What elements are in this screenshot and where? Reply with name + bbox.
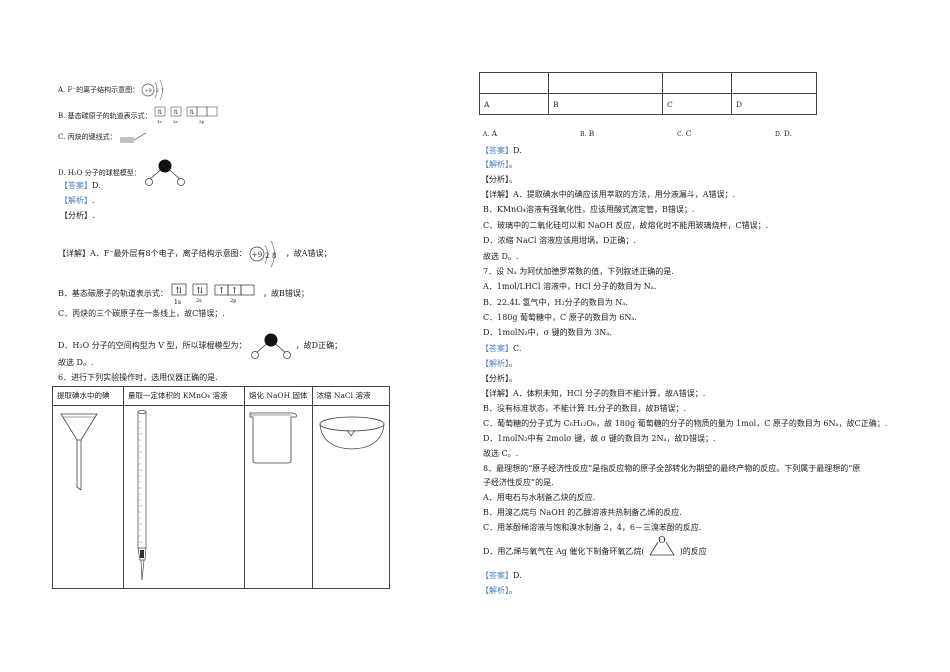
detail-line-c: C．丙炔的三个碳原子在一条线上，故C错误；. bbox=[58, 309, 225, 318]
svg-text:2s: 2s bbox=[196, 298, 202, 304]
table-header-cell: 量取一定体积的 KMnO₄ 溶液 bbox=[123, 386, 245, 406]
svg-text:2p: 2p bbox=[230, 298, 236, 304]
q7-stem: 7．设 Nₐ 为阿伏加德罗常数的值，下列叙述正确的是. bbox=[483, 267, 674, 276]
q6-choice-a: A. A bbox=[483, 129, 498, 138]
instrument-table: 提取碘水中的碘 量取一定体积的 KMnO₄ 溶液 熔化 NaOH 固体 浓缩 N… bbox=[52, 386, 390, 589]
svg-text:1s: 1s bbox=[174, 299, 181, 306]
svg-text:O: O bbox=[658, 536, 665, 546]
table-cell: D bbox=[731, 93, 817, 115]
table-cell: B bbox=[548, 93, 663, 115]
funnel-cell bbox=[52, 405, 124, 589]
table-cell bbox=[731, 72, 817, 94]
q8-stem-line1: 8．最理想的“原子经济性反应”是指反应物的原子全部转化为期望的最终产物的反应。下… bbox=[483, 464, 861, 473]
orbital-diagram-correct-icon: ⇅ ⇅ ↑ ↑ 1s 2s 2p bbox=[172, 283, 255, 306]
svg-text:⇅: ⇅ bbox=[176, 286, 183, 295]
q5-option-b: B. 基态碳原子的轨道表示式： ⇅ ⇅ ⇅ 1s 2s 2p bbox=[58, 106, 226, 126]
q8-analysis-line: 【解析】。 bbox=[481, 586, 517, 595]
q5-option-d: D. H₂O 分子的球棍模型： bbox=[58, 158, 187, 188]
q6-detail-d: D．浓缩 NaCl 溶液应该用坩埚，D正确；. bbox=[483, 236, 636, 245]
q6-fenxi-line: 【分析】。 bbox=[481, 175, 517, 184]
ion-structure-correct-icon: +9 2 8 bbox=[249, 240, 277, 268]
ion-structure-icon: +9 2 7 bbox=[141, 79, 164, 101]
svg-text:7: 7 bbox=[161, 88, 164, 94]
svg-text:⇅: ⇅ bbox=[173, 109, 178, 116]
q7-detail-d: D．1molN₂中有 2molσ 键，故 σ 键的数目为 2Nₐ，故D错误；. bbox=[483, 434, 716, 443]
evaporating-dish-icon bbox=[319, 416, 384, 450]
q7-detail-b: B．没有标准状态，不能计算 H₂分子的数目，故B错误；. bbox=[483, 404, 687, 413]
q8-option-a: A．用电石与水制备乙炔的反应. bbox=[483, 493, 596, 502]
q6-choice-b: B. B bbox=[580, 129, 595, 138]
funnel-icon bbox=[60, 413, 98, 491]
q7-detail-c: C．葡萄糖的分子式为 C₆H₁₂O₆，故 180g 葡萄糖的分子的物质的量为 1… bbox=[483, 419, 888, 428]
water-ball-stick-icon bbox=[145, 159, 185, 186]
burette-cell bbox=[123, 405, 245, 589]
table-cell: A bbox=[479, 93, 549, 115]
q6-conclusion: 故选 D。. bbox=[483, 252, 519, 261]
q5-option-a: A. F⁻的离子结构示意图： +9 2 7 bbox=[58, 79, 167, 101]
q7-option-c: C．180g 葡萄糖中，C 原子的数目为 6Nₐ. bbox=[483, 313, 637, 322]
q7-fenxi-line: 【分析】。 bbox=[481, 374, 517, 383]
water-ball-stick-correct-icon bbox=[251, 333, 291, 359]
q7-option-a: A．1mol/LHCl 溶液中，HCl 分子的数目为 Nₐ. bbox=[483, 282, 657, 291]
q7-option-d: D．1molN₂中，σ 键的数目为 3Nₐ. bbox=[483, 328, 612, 337]
q7-detail-a: 【详解】A．体积未知，HCl 分子的数目不能计算，故A错误；. bbox=[481, 389, 706, 398]
q6-detail-c: C．玻璃中的二氧化硅可以和 NaOH 反应，故熔化时不能用玻璃烧杯，C错误；. bbox=[483, 221, 769, 230]
detail-line-b: B．基态碳原子的轨道表示式： ⇅ ⇅ ↑ ↑ 1s 2s 2p ，故B错误； bbox=[58, 282, 309, 306]
svg-text:⇅: ⇅ bbox=[157, 109, 162, 116]
orbital-diagram-icon: ⇅ ⇅ ⇅ 1s 2s 2p bbox=[154, 106, 218, 124]
detail-line-a: 【详解】A．F⁻最外层有8个电子，离子结构示意图： +9 2 8 ，故A错误； bbox=[58, 240, 332, 268]
svg-text:2: 2 bbox=[156, 88, 159, 94]
fenxi-line: 【分析】. bbox=[60, 211, 95, 220]
table-header-cell: 熔化 NaOH 固体 bbox=[244, 386, 313, 406]
q6-choice-d: D. D. bbox=[775, 129, 793, 138]
beaker-cell bbox=[244, 405, 313, 589]
svg-text:⇅: ⇅ bbox=[197, 286, 204, 295]
detail-conclusion: 故选 D。. bbox=[58, 358, 94, 367]
q7-answer-line: 【答案】C. bbox=[481, 344, 522, 353]
table-cell: C bbox=[662, 93, 732, 115]
table-header-cell: 提取碘水中的碘 bbox=[52, 386, 124, 406]
q8-answer-line: 【答案】D. bbox=[481, 571, 522, 580]
q8-option-c: C．用苯酚稀溶液与饱和溴水制备 2，4，6－三溴苯酚的反应. bbox=[483, 523, 702, 532]
q6-detail-a: 【详解】A．提取碘水中的碘应该用萃取的方法，用分液漏斗，A错误；. bbox=[481, 190, 736, 199]
q6-analysis-line: 【解析】。 bbox=[481, 160, 517, 169]
table-header-cell: 浓缩 NaCl 溶液 bbox=[311, 386, 390, 406]
epoxide-ring-icon: O bbox=[649, 536, 675, 556]
svg-text:8: 8 bbox=[272, 252, 276, 260]
q6-answer-line: 【答案】D. bbox=[481, 146, 522, 155]
svg-text:+9: +9 bbox=[145, 88, 152, 94]
svg-text:↑: ↑ bbox=[219, 286, 226, 295]
svg-text:⇅: ⇅ bbox=[189, 109, 194, 116]
answer-options-table: A B C D bbox=[479, 72, 817, 115]
analysis-line: 【解析】. bbox=[60, 196, 95, 205]
q6-stem: 6．进行下列实验操作时，选用仪器正确的是. bbox=[58, 373, 218, 382]
svg-text:↑: ↑ bbox=[232, 286, 239, 295]
q8-option-b: B．用溴乙烷与 NaOH 的乙醇溶液共热制备乙烯的反应. bbox=[483, 508, 682, 517]
table-cell bbox=[662, 72, 732, 94]
q6-choice-c: C. C bbox=[677, 129, 692, 138]
q7-conclusion: 故选 C。. bbox=[483, 449, 519, 458]
svg-text:2p: 2p bbox=[199, 119, 205, 124]
detail-line-d: D．H₂O 分子的空间构型为 V 型，所以球棍模型为： ，故D正确； bbox=[58, 332, 342, 360]
q6-detail-b: B．KMnO₄溶液有强氧化性，应该用酸式滴定管，B错误；. bbox=[483, 205, 695, 214]
beaker-icon bbox=[249, 412, 297, 464]
table-cell bbox=[548, 72, 663, 94]
evaporating-dish-cell bbox=[311, 405, 390, 589]
svg-text:2s: 2s bbox=[173, 119, 178, 124]
q5-option-c: C. 丙炔的键线式： bbox=[58, 131, 149, 143]
table-cell bbox=[479, 72, 549, 94]
svg-text:2: 2 bbox=[265, 252, 269, 260]
burette-icon bbox=[137, 410, 147, 581]
answer-line: 【答案】D. bbox=[60, 181, 101, 190]
q8-option-d: D．用乙烯与氧气在 Ag 催化下制备环氧乙烷( O )的反应 bbox=[483, 536, 707, 556]
left-page: A. F⁻的离子结构示意图： +9 2 7 B. 基态碳原子的轨道表示式： ⇅ … bbox=[52, 79, 390, 589]
svg-text:+9: +9 bbox=[252, 251, 262, 259]
q8-stem-line2: 子经济性反应”的是. bbox=[483, 478, 554, 487]
propyne-bond-line-icon bbox=[119, 132, 146, 143]
q7-option-b: B．22.4L 氢气中，H₂分子的数目为 Nₐ. bbox=[483, 298, 628, 307]
svg-text:1s: 1s bbox=[157, 119, 162, 124]
q7-analysis-line: 【解析】。 bbox=[481, 359, 517, 368]
